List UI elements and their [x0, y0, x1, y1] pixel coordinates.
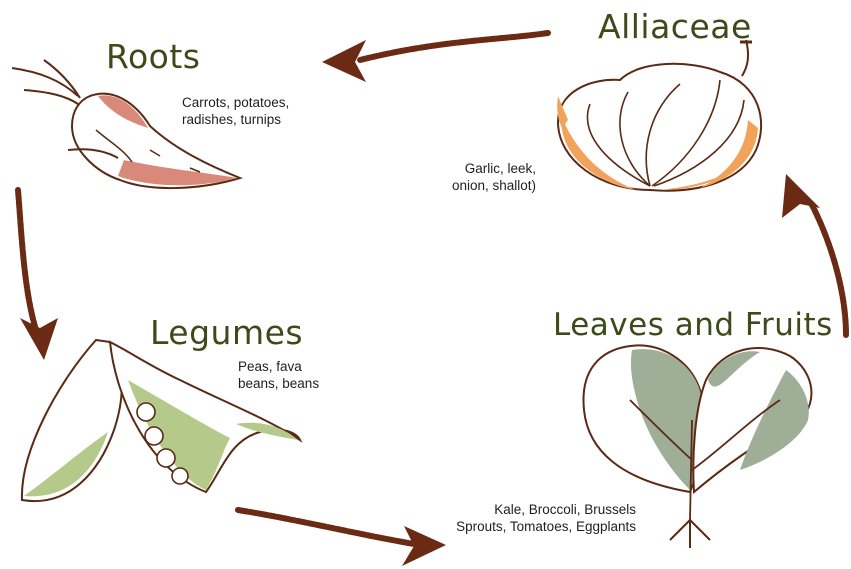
arrow-legumes-to-leaves: [238, 510, 446, 566]
alliaceae-desc-line1: Garlic, leek,: [440, 160, 536, 177]
legumes-title: Legumes: [150, 316, 303, 349]
alliaceae-title: Alliaceae: [598, 10, 752, 43]
roots-desc-line1: Carrots, potatoes,: [182, 94, 289, 111]
legumes-desc-line1: Peas, fava: [238, 358, 319, 375]
leaves-description: Kale, Broccoli, Brussels Sprouts, Tomato…: [420, 501, 636, 535]
arrow-alliaceae-to-roots: [322, 33, 548, 82]
leaves-desc-line1: Kale, Broccoli, Brussels: [420, 501, 636, 518]
arrow-roots-to-legumes: [18, 190, 58, 360]
roots-description: Carrots, potatoes, radishes, turnips: [182, 94, 289, 128]
legumes-desc-line2: beans, beans: [238, 375, 319, 392]
roots-title: Roots: [106, 40, 200, 73]
roots-desc-line2: radishes, turnips: [182, 111, 289, 128]
alliaceae-desc-line2: onion, shallot): [440, 177, 536, 194]
onion-icon: [557, 40, 761, 191]
leaves-title: Leaves and Fruits: [553, 310, 833, 341]
alliaceae-description: Garlic, leek, onion, shallot): [440, 160, 536, 194]
legumes-description: Peas, fava beans, beans: [238, 358, 319, 392]
leaves-desc-line2: Sprouts, Tomatoes, Eggplants: [420, 518, 636, 535]
